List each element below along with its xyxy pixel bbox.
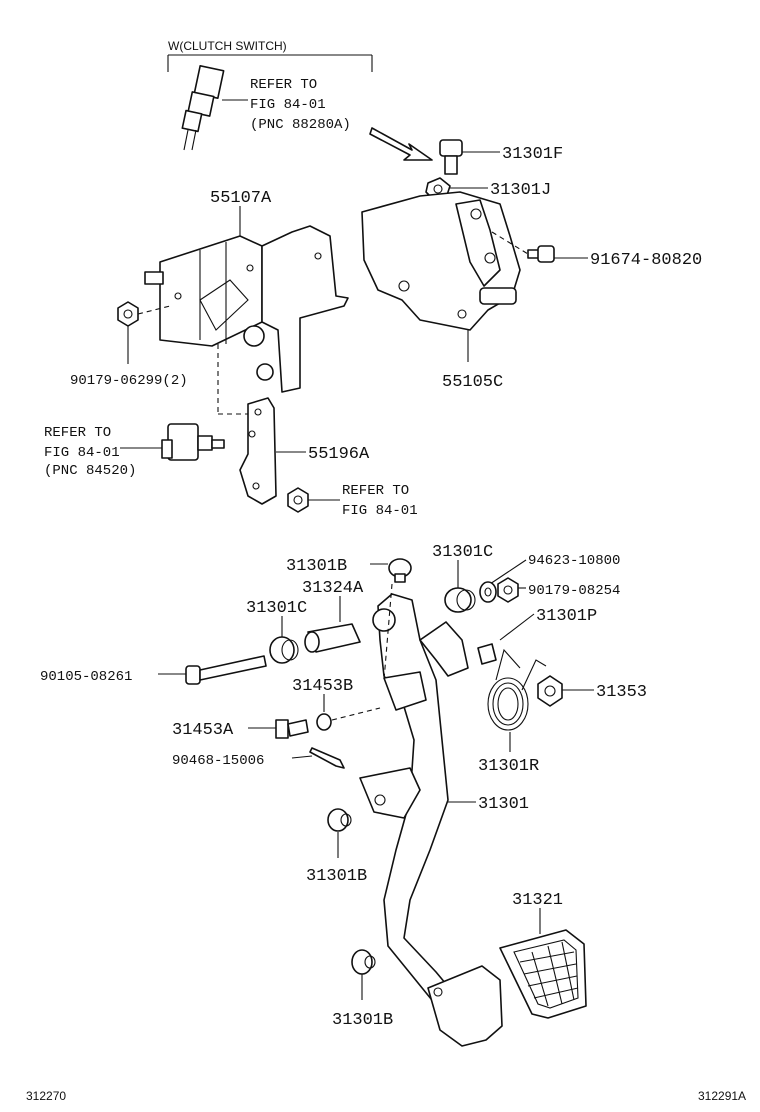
clutch-switch-icon xyxy=(181,65,225,151)
nut-90179-08254-icon xyxy=(497,577,519,603)
part-90105-08261: 90105-08261 xyxy=(40,669,132,685)
cotter-pin-90468-icon xyxy=(309,747,345,769)
part-31301F: 31301F xyxy=(502,145,563,164)
part-31453B: 31453B xyxy=(292,677,353,696)
refer-to-line2: FIG 84-01 xyxy=(250,97,326,113)
part-55105C: 55105C xyxy=(442,373,503,392)
pin-31453A-icon xyxy=(275,719,309,739)
refer2-line2: FIG 84-01 xyxy=(44,445,120,461)
part-31353: 31353 xyxy=(596,683,647,702)
part-31321: 31321 xyxy=(512,891,563,910)
clip-31301P-icon xyxy=(477,643,497,665)
bolt-31301F-icon xyxy=(439,139,463,175)
part-31301R: 31301R xyxy=(478,757,539,776)
part-31301P: 31301P xyxy=(536,607,597,626)
cushion-31301B-top-icon xyxy=(388,558,412,583)
collar-31324A-icon xyxy=(304,623,361,653)
part-31301: 31301 xyxy=(478,795,529,814)
part-90179-06299: 90179-06299(2) xyxy=(70,373,188,389)
nut-31353-icon xyxy=(537,675,563,707)
switch-plate-55196A-icon xyxy=(239,397,277,505)
footer-right-code: 312291A xyxy=(698,1089,746,1103)
part-31301B-top: 31301B xyxy=(286,557,347,576)
bushing-31301C-left-icon xyxy=(269,636,299,664)
refer3-line1: REFER TO xyxy=(342,483,409,499)
cushion-31301B-bottom-icon xyxy=(351,949,376,975)
footer-left-code: 312270 xyxy=(26,1089,66,1103)
bolt-90105-08261-icon xyxy=(185,655,267,685)
part-90179-08254: 90179-08254 xyxy=(528,583,620,599)
part-90468-15006: 90468-15006 xyxy=(172,753,264,769)
bracket-55105C-icon xyxy=(361,191,521,331)
part-55196A: 55196A xyxy=(308,445,370,464)
refer2-line3: (PNC 84520) xyxy=(44,463,136,479)
part-31301C-left: 31301C xyxy=(246,599,307,618)
washer-94623-icon xyxy=(479,581,497,603)
part-31453A: 31453A xyxy=(172,721,234,740)
pedal-pad-icon xyxy=(427,965,503,1047)
nut-refer-icon xyxy=(287,487,309,513)
refer-to-line1: REFER TO xyxy=(250,77,317,93)
arrow-icon xyxy=(369,127,433,161)
refer-to-line3: (PNC 88280A) xyxy=(250,117,351,133)
stop-light-switch-icon xyxy=(161,423,225,461)
clutch-switch-group: W(CLUTCH SWITCH) REFER TO FIG 84-01 (PNC… xyxy=(167,39,433,161)
part-94623-10800: 94623-10800 xyxy=(528,553,620,569)
refer3-line2: FIG 84-01 xyxy=(342,503,418,519)
bushing-31301C-right-icon xyxy=(444,587,476,613)
spring-31301R-icon xyxy=(487,648,547,731)
part-31301C-right: 31301C xyxy=(432,543,493,562)
part-31301B-bottom: 31301B xyxy=(332,1011,393,1030)
clutch-pedal-31301-icon xyxy=(359,583,477,1037)
pedal-pad-31321-icon xyxy=(499,929,587,1019)
cushion-31301B-mid-icon xyxy=(327,808,352,832)
bushing-31453B-icon xyxy=(316,713,332,731)
part-55107A: 55107A xyxy=(210,189,272,208)
part-31301B-mid: 31301B xyxy=(306,867,367,886)
part-31301J: 31301J xyxy=(490,181,551,200)
refer2-line1: REFER TO xyxy=(44,425,111,441)
nut-90179-06299-icon xyxy=(117,301,139,327)
bolt-91674-80820-icon xyxy=(527,245,555,263)
clutch-switch-bracket-label: W(CLUTCH SWITCH) xyxy=(168,39,287,53)
part-91674-80820: 91674-80820 xyxy=(590,251,702,270)
pedal-bracket-55107A-icon xyxy=(144,225,349,393)
part-31324A: 31324A xyxy=(302,579,364,598)
